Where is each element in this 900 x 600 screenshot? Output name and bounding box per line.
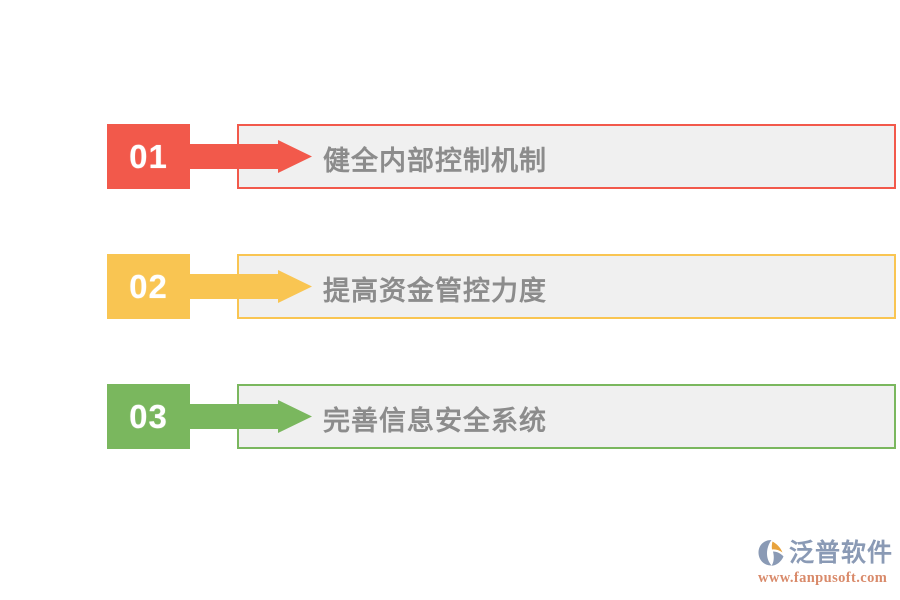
step-number: 03 bbox=[129, 398, 168, 435]
arrow-icon bbox=[182, 270, 312, 303]
step-row: 健全内部控制机制 01 bbox=[107, 124, 896, 189]
step-label: 健全内部控制机制 bbox=[323, 146, 547, 176]
step-panel: 提高资金管控力度 bbox=[237, 254, 896, 319]
step-label: 完善信息安全系统 bbox=[323, 406, 547, 436]
step-panel: 完善信息安全系统 bbox=[237, 384, 896, 449]
step-label: 提高资金管控力度 bbox=[323, 276, 547, 306]
step-number: 02 bbox=[129, 268, 168, 305]
step-row: 提高资金管控力度 02 bbox=[107, 254, 896, 319]
step-number-block: 03 bbox=[107, 384, 190, 449]
logo-wordmark: 泛普软件 bbox=[789, 539, 894, 567]
step-number-block: 01 bbox=[107, 124, 190, 189]
arrow-icon bbox=[182, 400, 312, 433]
logo-website-url: www.fanpusoft.com bbox=[758, 570, 888, 586]
brand-logo: 泛普软件 www.fanpusoft.com bbox=[757, 537, 895, 589]
step-row: 完善信息安全系统 03 bbox=[107, 384, 896, 449]
step-number: 01 bbox=[129, 138, 168, 175]
fanpu-swoosh-icon bbox=[757, 538, 787, 568]
step-panel: 健全内部控制机制 bbox=[237, 124, 896, 189]
step-number-block: 02 bbox=[107, 254, 190, 319]
arrow-icon bbox=[182, 140, 312, 173]
logo-row: 泛普软件 bbox=[757, 537, 895, 569]
